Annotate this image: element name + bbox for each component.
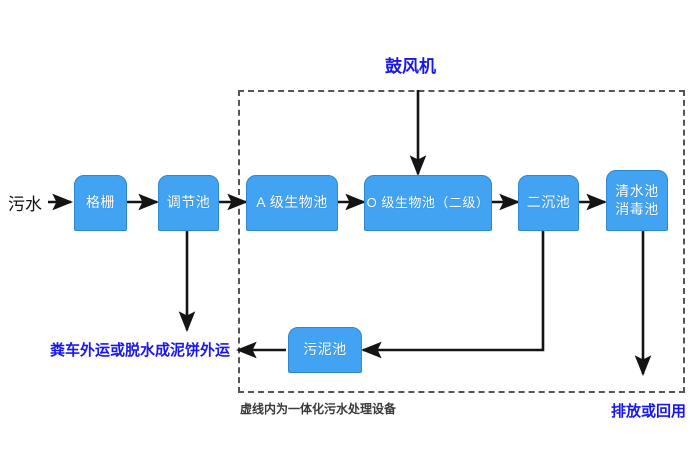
node-clearwell-disinfection[interactable]: 清水池 消毒池 [606,170,668,231]
label-blower: 鼓风机 [385,57,436,76]
node-secondary-clarifier-label: 二沉池 [526,194,571,211]
node-o-stage-bioreactor-label: O 级生物池（二级） [366,194,490,210]
label-influent-wastewater: 污水 [8,195,42,214]
node-grille[interactable]: 格栅 [74,175,127,231]
node-grille-label: 格栅 [86,194,115,211]
label-sludge-haul-away: 粪车外运或脱水成泥饼外运 [50,342,231,359]
node-a-stage-bioreactor-label: A 级生物池 [256,194,328,211]
node-sludge-tank-label: 污泥池 [303,341,347,358]
node-secondary-clarifier[interactable]: 二沉池 [518,175,579,231]
node-o-stage-bioreactor[interactable]: O 级生物池（二级） [364,175,492,231]
node-equalization-tank[interactable]: 调节池 [158,175,219,231]
node-equalization-tank-label: 调节池 [166,194,211,211]
integrated-equipment-boundary [238,90,685,393]
node-a-stage-bioreactor[interactable]: A 级生物池 [246,175,338,231]
label-discharge-or-reuse: 排放或回用 [611,403,687,420]
node-disinfection-label: 消毒池 [615,200,659,217]
label-dashed-boundary-note: 虚线内为一体化污水处理设备 [240,402,397,416]
node-sludge-tank[interactable]: 污泥池 [288,327,362,373]
node-clearwell-label: 清水池 [615,183,659,199]
